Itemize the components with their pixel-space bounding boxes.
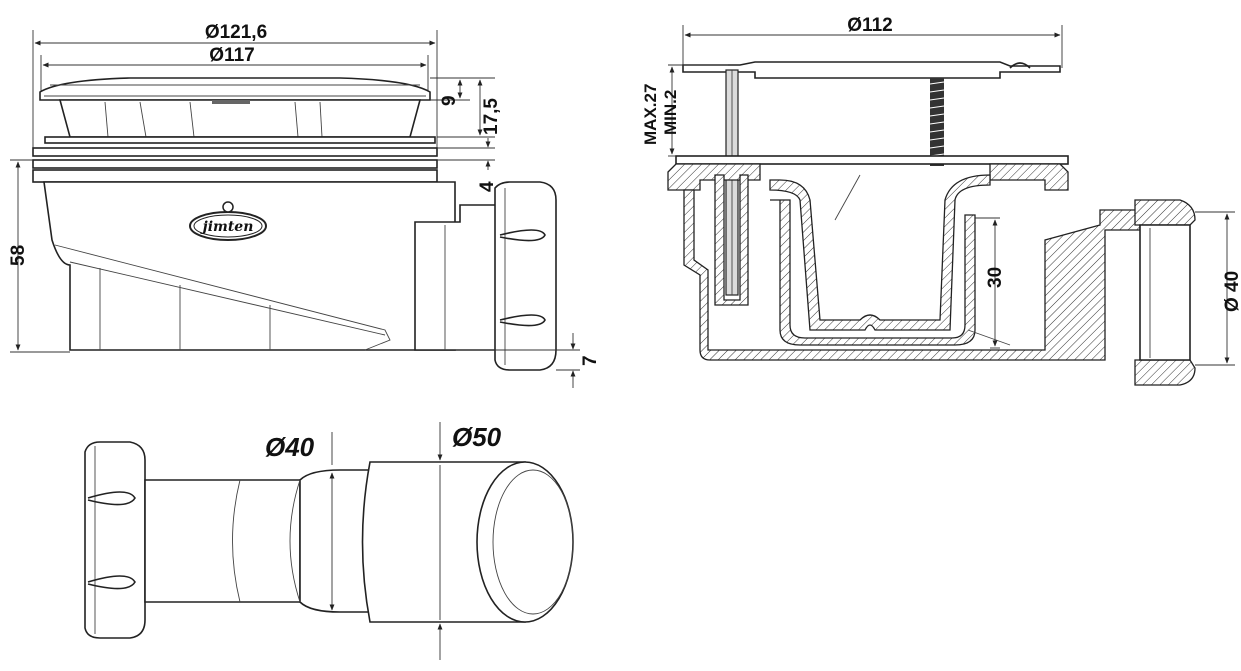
adapter-nut [84, 441, 146, 639]
dim-cover-height-label: 9 [439, 95, 460, 106]
flange-right-section [989, 163, 1069, 191]
dim-screw-max-label: MAX.27 [641, 84, 660, 145]
dim-plate-diameter: Ø112 [682, 15, 1063, 68]
trap-body [43, 181, 456, 351]
dim-flange-height-label: 4 [477, 181, 498, 192]
cover-cap [39, 77, 431, 101]
dim-flange-height: 4 [437, 138, 498, 192]
adapter-transition [299, 469, 371, 613]
adapter-view: Ø40 Ø50 [84, 422, 574, 660]
nut-top-section [1134, 199, 1196, 226]
flange-base [32, 169, 438, 183]
outlet-bore [1139, 224, 1191, 361]
nut-bottom-section [1134, 359, 1196, 386]
dim-cover-height: 9 [430, 77, 495, 106]
brand-logo-text: jimten [200, 219, 254, 235]
dim-outer-diameter: Ø121,6 [32, 22, 438, 150]
dim-adapter-large-label: Ø50 [452, 422, 502, 452]
cover-marking [212, 100, 250, 104]
dim-adapter-small: Ø40 [265, 432, 335, 611]
top-plate [682, 61, 1061, 79]
dim-screw-range: MAX.27 MIN.2 [641, 64, 728, 157]
dim-outlet-diameter-label: Ø 40 [1222, 271, 1241, 312]
dim-grate-height-label: 17,5 [481, 98, 502, 135]
dim-grate-height: 17,5 [437, 79, 502, 138]
brand-logo: jimten [189, 201, 267, 241]
dim-cover-diameter-label: Ø117 [209, 45, 254, 66]
flange-left-section [667, 163, 761, 191]
outlet-pipe [414, 204, 501, 351]
body-wall-section [683, 189, 1141, 361]
dim-screw-min-label: MIN.2 [661, 90, 680, 135]
dim-water-seal-label: 30 [985, 267, 1006, 288]
nut-grip-bottom [499, 314, 546, 327]
screw-sleeve-section [714, 174, 749, 306]
front-view: Ø121,6 Ø117 [8, 22, 601, 388]
grate-plate [44, 136, 436, 144]
nut-grip-top [499, 229, 546, 242]
dim-outlet-offset: 7 [456, 333, 601, 388]
adapter-pipe-40 [144, 479, 301, 603]
dim-cover-diameter: Ø117 [40, 45, 429, 95]
outlet-nut [494, 181, 557, 371]
dim-water-seal: 30 [975, 217, 1006, 349]
dim-plate-diameter-label: Ø112 [847, 15, 892, 36]
dim-adapter-large: Ø50 [437, 422, 502, 660]
adapter-grip-top [87, 491, 136, 506]
section-grate-plate [675, 155, 1069, 165]
adapter-grip-bottom [87, 575, 136, 590]
dim-total-height-label: 58 [8, 245, 29, 266]
grate-body [58, 99, 422, 138]
dim-total-height: 58 [8, 159, 70, 353]
section-view: Ø112 [641, 15, 1241, 386]
dip-tube-section [770, 199, 976, 346]
dim-adapter-small-label: Ø40 [265, 432, 315, 462]
bell-section [769, 174, 991, 331]
dim-outer-diameter-label: Ø121,6 [205, 22, 267, 43]
flange-top [32, 147, 438, 157]
flange-ring [32, 159, 438, 169]
dim-outlet-diameter: Ø 40 [1195, 211, 1241, 366]
dim-outlet-offset-label: 7 [580, 355, 601, 366]
screw-right-thread [929, 78, 945, 166]
